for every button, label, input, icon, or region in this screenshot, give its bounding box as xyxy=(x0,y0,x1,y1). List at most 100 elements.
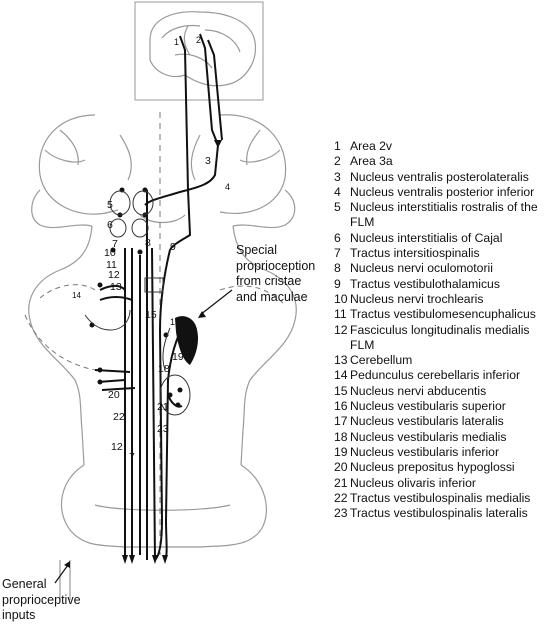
legend-number: 16 xyxy=(334,399,348,414)
legend-label: Nucleus interstitialis rostralis of the xyxy=(350,200,538,215)
arrowheads xyxy=(122,140,222,564)
legend-item: 8 Nucleus nervi oculomotorii xyxy=(334,261,550,276)
diag-label-14: 14 xyxy=(72,291,81,300)
diag-label-20: 20 xyxy=(108,389,120,401)
diag-label-10: 10 xyxy=(104,247,116,259)
legend-label: Nucleus ventralis posterolateralis xyxy=(350,169,529,184)
diag-label-4: 4 xyxy=(225,182,230,192)
diag-label-3: 3 xyxy=(205,155,211,167)
legend-number: 1 xyxy=(334,139,341,153)
legend-number: 19 xyxy=(334,444,348,459)
special-line-1: Special xyxy=(236,243,277,257)
diag-label-2: 2 xyxy=(196,35,201,45)
legend-item: 6 Nucleus interstitialis of Cajal xyxy=(334,231,550,246)
diag-label-21: 21 xyxy=(157,401,169,413)
general-arrowhead xyxy=(64,561,70,568)
special-line-4: and maculae xyxy=(236,289,308,304)
legend-item: 1 Area 2v xyxy=(334,139,550,154)
legend-label: Area 2v xyxy=(350,139,393,153)
legend-item: 7 Tractus intersitiospinalis xyxy=(334,246,550,261)
diag-label-11: 11 xyxy=(106,259,117,271)
legend-number: 21 xyxy=(334,475,348,490)
legend-number: 23 xyxy=(334,506,348,521)
pathways xyxy=(94,33,223,561)
legend-label: Nucleus olivaris inferior xyxy=(350,475,476,490)
callout-arrows xyxy=(54,289,233,584)
legend-list: 1 Area 2v 2 Area 3a 3 Nucleus ventralis poste… xyxy=(334,139,550,521)
legend-number: 11 xyxy=(334,307,347,322)
special-arrowhead xyxy=(198,311,206,318)
legend-item: FLM xyxy=(334,215,550,230)
legend-label: Pedunculus cerebellaris inferior xyxy=(350,368,521,383)
legend-label: Area 3a xyxy=(350,154,393,169)
legend-item: 9 Tractus vestibulothalamicus xyxy=(334,277,550,292)
diag-label-7: 7 xyxy=(112,238,118,250)
legend-label: Tractus vestibulospinalis lateralis xyxy=(350,506,528,521)
legend-number: 18 xyxy=(334,429,348,444)
diag-label-18: 18 xyxy=(158,363,170,375)
diag-label-6: 6 xyxy=(107,219,113,231)
diag-label-7-lower: 7 xyxy=(129,451,135,463)
diag-label-13: 13 xyxy=(110,281,122,293)
legend-number xyxy=(334,338,350,353)
legend-item: 2 Area 3a xyxy=(334,154,550,169)
legend-number: 4 xyxy=(334,184,341,199)
legend-number: 12 xyxy=(334,322,348,337)
general-line-2: proprioceptive xyxy=(2,592,81,607)
legend-label: Nucleus nervi oculomotorii xyxy=(350,261,493,276)
legend-label: Fasciculus longitudinalis medialis xyxy=(350,322,530,337)
general-line-1: General xyxy=(2,577,47,591)
legend-number: 5 xyxy=(334,200,341,215)
nuclei-outlines xyxy=(84,190,191,416)
legend-number: 9 xyxy=(334,276,341,291)
legend-number: 3 xyxy=(334,169,341,184)
dashed-cerebellar-outline xyxy=(24,284,286,371)
legend-number: 6 xyxy=(334,230,341,245)
legend-label: Nucleus vestibularis superior xyxy=(350,399,506,414)
special-line-3: from cristae xyxy=(236,274,302,288)
general-proprioceptive-callout: General proprioceptive inputs xyxy=(2,577,81,624)
diag-label-22: 22 xyxy=(113,411,125,423)
diag-label-15: 15 xyxy=(145,309,157,321)
legend-number: 22 xyxy=(334,490,348,505)
legend-label: Tractus vestibulothalamicus xyxy=(350,276,500,291)
legend-item: 5 Nucleus interstitialis rostralis of the xyxy=(334,200,550,215)
legend-label: Nucleus vestibularis inferior xyxy=(350,444,500,459)
legend-label: Cerebellum xyxy=(350,353,413,368)
legend-number xyxy=(334,215,350,230)
cortex-outline xyxy=(149,11,257,87)
diag-label-5: 5 xyxy=(107,199,113,211)
legend-label: Tractus intersitiospinalis xyxy=(350,246,480,261)
diag-label-17: 17 xyxy=(180,328,190,338)
legend-label: Nucleus nervi abducentis xyxy=(350,383,487,398)
legend-number: 8 xyxy=(334,261,341,276)
legend-label: Nucleus vestibularis lateralis xyxy=(350,414,504,429)
legend-label: Nucleus interstitialis of Cajal xyxy=(350,230,503,245)
legend-label: Tractus vestibulospinalis medialis xyxy=(350,490,531,505)
vestibular-nucleus-fill xyxy=(175,316,198,365)
diag-label-9: 9 xyxy=(170,241,176,253)
legend-number: 20 xyxy=(334,460,348,475)
diag-label-12: 12 xyxy=(108,269,120,281)
legend-number: 2 xyxy=(334,154,341,169)
legend-number: 7 xyxy=(334,246,341,261)
diag-label-16: 16 xyxy=(170,317,180,327)
legend-label: Nucleus nervi trochlearis xyxy=(350,291,484,306)
legend-number: 17 xyxy=(334,414,348,429)
diag-label-12-lower: 12 xyxy=(111,441,123,453)
